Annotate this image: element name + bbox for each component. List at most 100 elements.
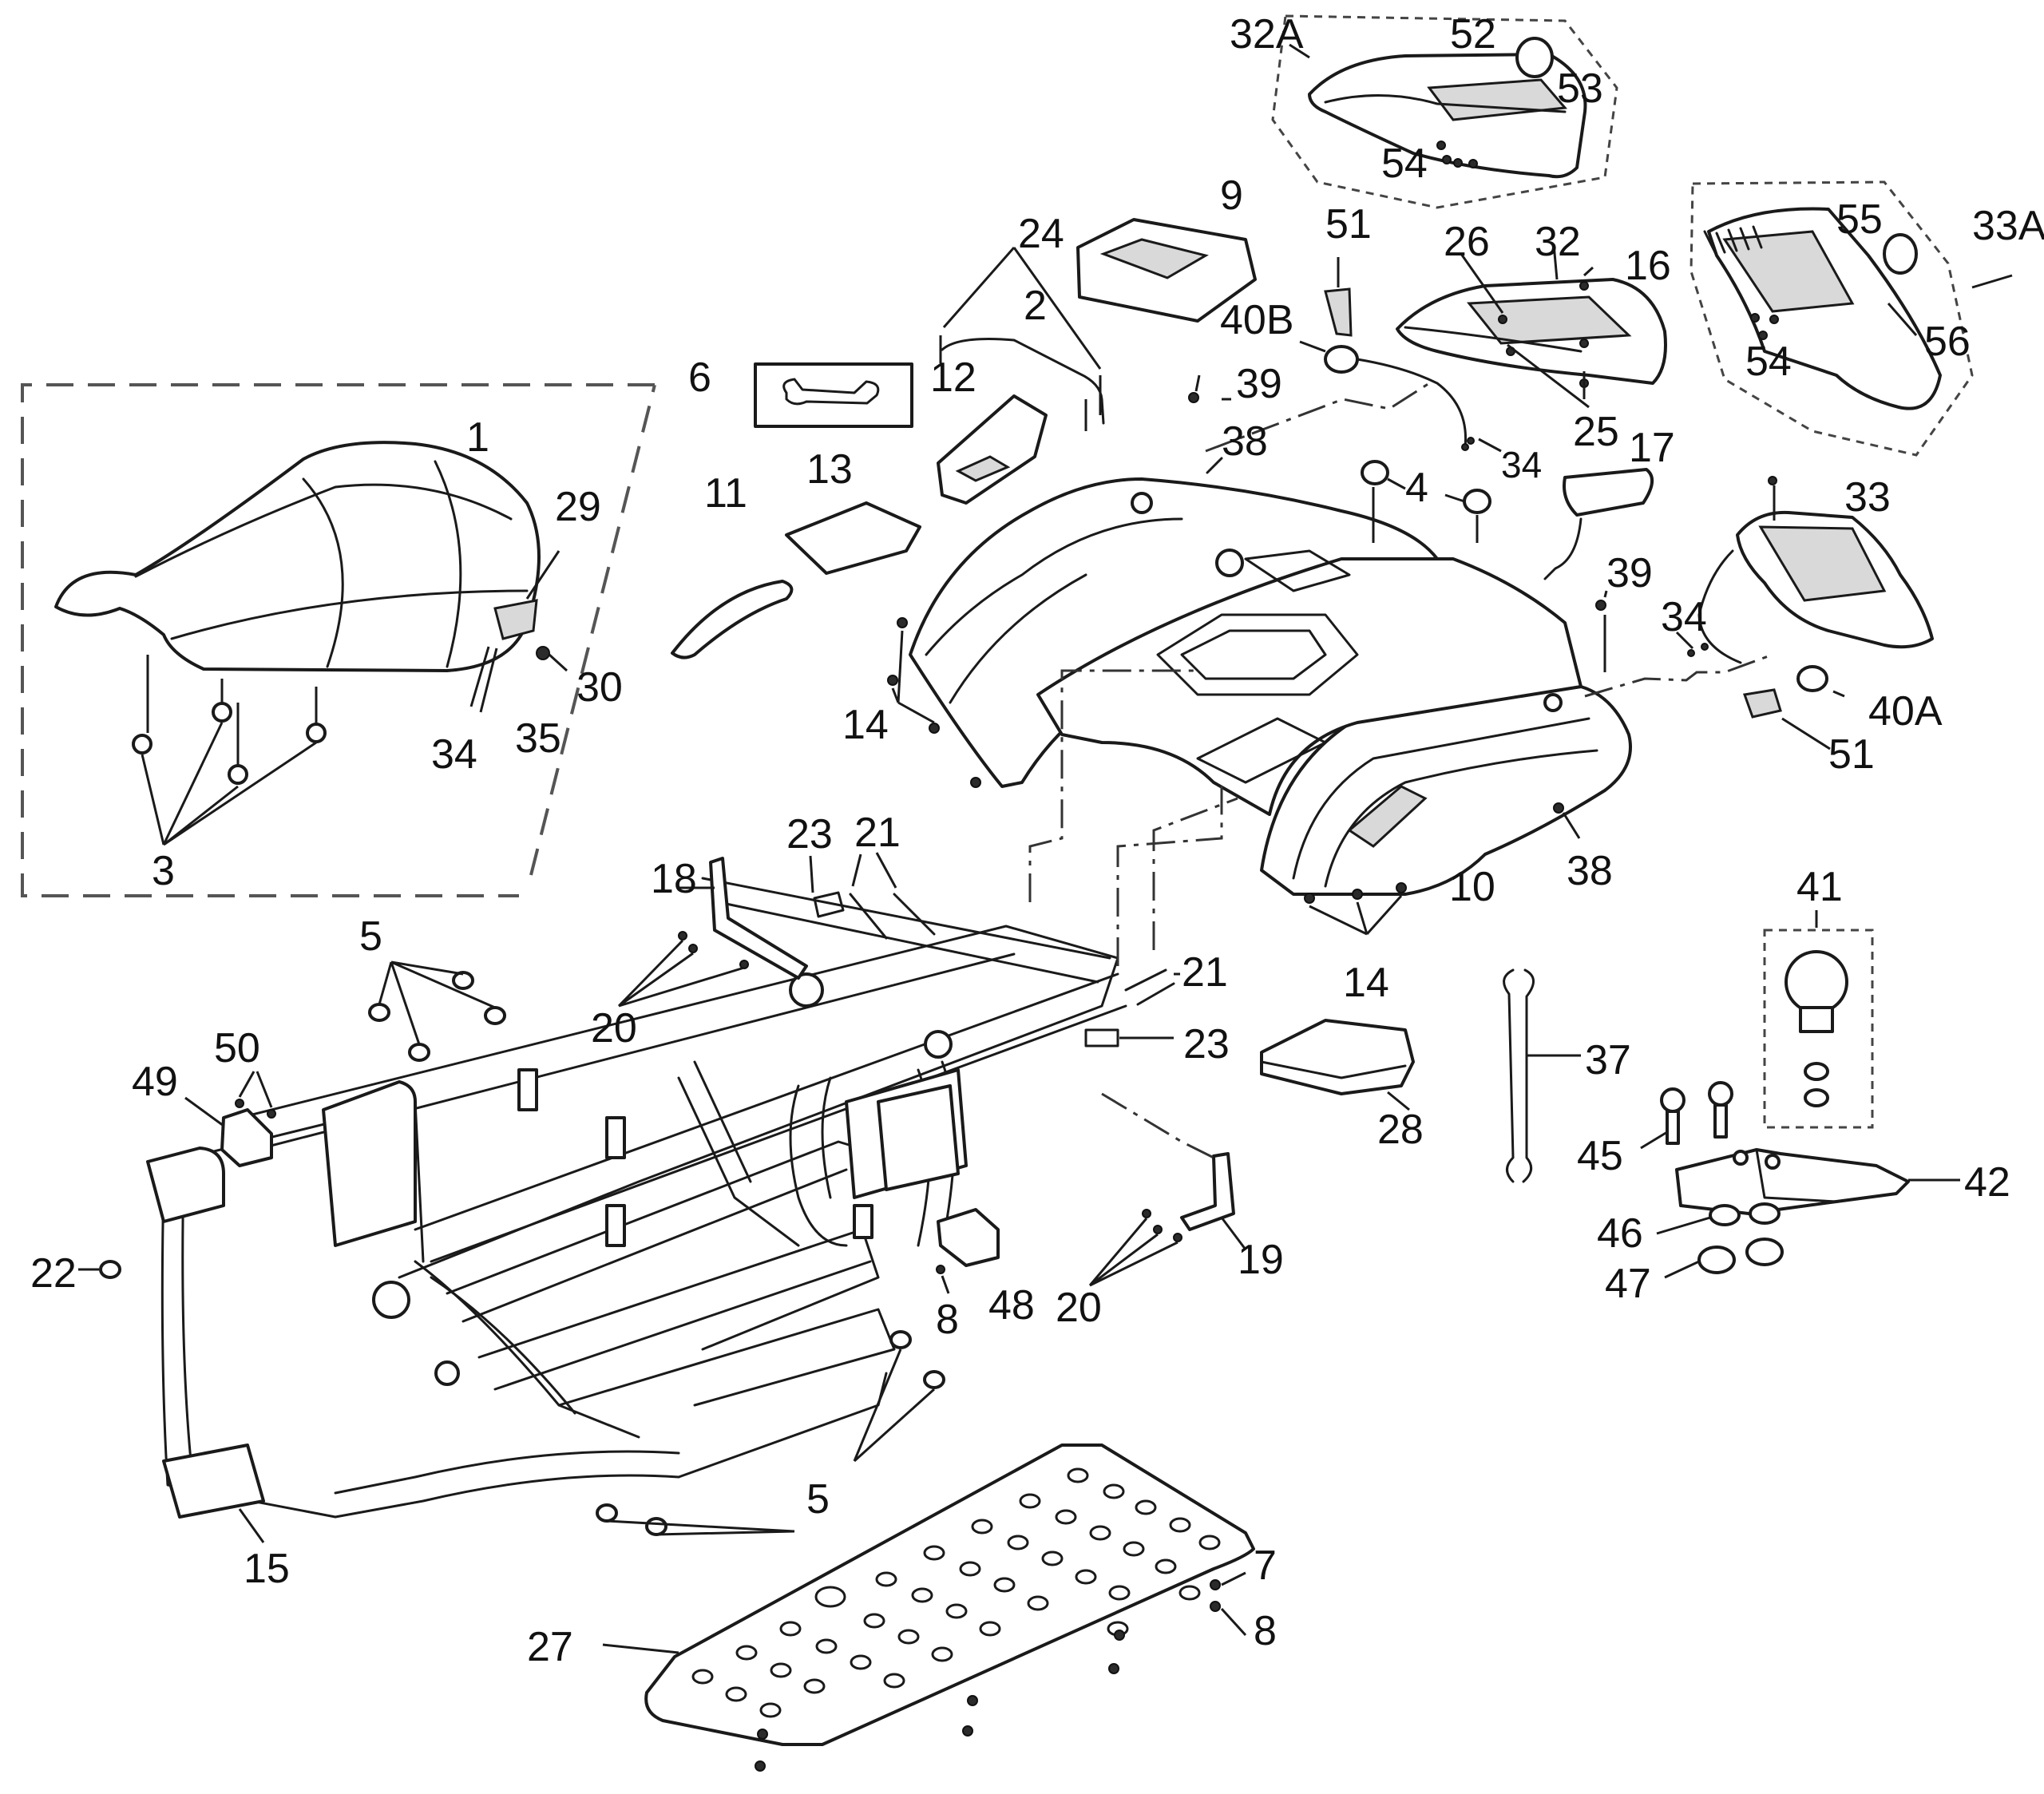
callout-32a: 32A [1230,11,1304,57]
centerline-frame-3 [1152,797,1238,950]
callout-23-top: 23 [786,811,833,857]
callout-28: 28 [1377,1107,1424,1153]
callout-38-top: 38 [1222,418,1268,465]
pad-12 [937,394,1048,505]
callout-5-bottom: 5 [806,1476,830,1523]
rubbers-5-top [368,971,506,1062]
nut-22 [99,1260,121,1279]
callout-14-top: 14 [842,702,889,748]
callout-24: 24 [1018,211,1064,257]
tail-light-17 [1543,468,1654,580]
callout-37: 37 [1585,1037,1631,1083]
bracket-23-bottom [1084,1028,1119,1047]
centerline-frame-1 [1028,669,1198,902]
callout-18: 18 [651,856,697,902]
bolts-21 [849,893,1175,1006]
callout-29: 29 [555,484,601,530]
rear-light-33a-box [1689,180,1974,457]
hitch-ball-41-box [1763,929,1874,1129]
centerline-front [1205,382,1430,453]
callout-34-right: 34 [1661,594,1707,640]
callout-34-mid: 34 [1501,444,1542,485]
callout-10: 10 [1449,864,1495,910]
callout-12: 12 [930,354,976,401]
callout-48: 48 [988,1282,1035,1329]
bulb-53 [1515,37,1554,78]
seat-lock-11 [671,580,794,659]
hitch-ball-41 [1785,950,1848,1107]
callout-15: 15 [244,1546,290,1592]
rear-fender-bolts [887,617,1564,904]
headlight-40b [1324,345,1468,449]
clip-48 [937,1208,1000,1267]
skid-plate-holes [691,1467,1221,1718]
callout-40a: 40A [1868,688,1943,735]
callout-5-top: 5 [359,913,382,960]
bracket-49 [220,1108,273,1167]
callout-33a: 33A [1972,203,2044,249]
callout-40b: 40B [1220,297,1294,343]
callout-35: 35 [515,715,561,762]
callout-20-left: 20 [591,1005,637,1051]
frame-lower-bumper [162,1444,265,1519]
callout-39-right: 39 [1606,550,1653,596]
rear-fender-right [1260,685,1632,896]
callout-54-right: 54 [1745,339,1792,385]
callout-26: 26 [1444,219,1490,265]
callout-8-mid: 8 [936,1297,959,1343]
callout-20-right: 20 [1056,1285,1102,1331]
callout-23-right: 23 [1183,1021,1230,1067]
spring-37 [1503,968,1535,1183]
wrench-icon [782,378,880,406]
frame-chassis [146,877,1127,1519]
bracket-23-top [813,891,845,918]
callout-21-top: 21 [854,810,901,856]
callout-42: 42 [1964,1159,2010,1206]
nuts-47 [1697,1238,1784,1274]
front-light-32a-box [1271,14,1618,209]
skid-plate-fasteners [755,1579,1221,1772]
callout-51-top: 51 [1325,201,1372,248]
hitch-bracket-42 [1675,1148,1910,1215]
frame-front-plate [322,1080,417,1247]
callout-14-bottom: 14 [1343,960,1389,1006]
bracket-18 [709,857,808,980]
seat [54,441,541,672]
seat-group-dashed-box [21,383,656,897]
callout-6: 6 [688,354,711,401]
tool-kit-pouch [754,362,913,428]
bulb-55 [1883,233,1918,275]
callout-labels: 1 29 30 34 35 3 6 11 13 12 24 2 9 39 38 … [30,11,2044,1670]
bracket-19 [1180,1152,1235,1231]
rear-light-33a [1703,207,1942,410]
bracket-51-bottom [1742,688,1782,719]
callout-30: 30 [576,664,623,711]
rear-light-33 [1697,476,1934,692]
callout-21-right: 21 [1182,949,1228,996]
washers-46 [1709,1202,1781,1226]
fender-vent [1347,785,1428,848]
callout-52: 52 [1450,11,1496,57]
rear-fender-body [909,477,1632,896]
grommets-4 [1361,460,1491,514]
frame-front-bumper [146,1146,225,1223]
front-fender-32 [1396,278,1667,388]
bulb-40a [1796,665,1828,692]
callout-34: 34 [431,731,477,778]
callout-49: 49 [132,1059,178,1105]
centerline-rear [1584,653,1773,698]
callout-38-bottom: 38 [1567,848,1613,894]
seat-latch-bracket [493,599,538,640]
seat-assembly-group [21,383,656,897]
callout-3: 3 [152,848,175,894]
callout-33: 33 [1844,474,1891,521]
callout-39-top: 39 [1236,361,1282,407]
seat-grommets [132,702,327,785]
skid-plate-27 [644,1444,1255,1746]
callout-9: 9 [1220,172,1243,219]
callout-22: 22 [30,1250,77,1297]
callout-46: 46 [1597,1210,1643,1257]
callout-11: 11 [704,470,747,517]
tool-kit [754,362,913,428]
